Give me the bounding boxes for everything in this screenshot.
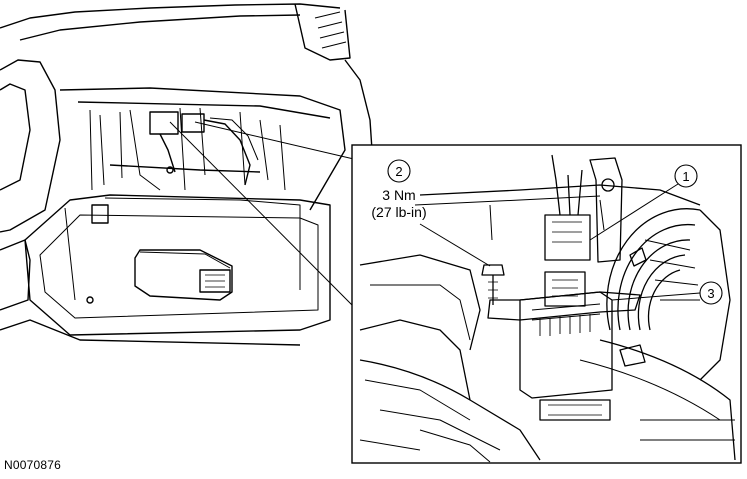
blower-detail bbox=[359, 154, 736, 463]
callout-1-circle bbox=[674, 164, 698, 188]
torque-spec-nm: 3 Nm bbox=[382, 187, 415, 203]
callout-2-number: 2 bbox=[395, 164, 402, 179]
callout-2-leader bbox=[419, 223, 491, 267]
callout-3-leader bbox=[611, 292, 701, 301]
callout-3: 3 bbox=[611, 281, 723, 305]
callout-1: 1 bbox=[589, 164, 698, 241]
callout-1-number: 1 bbox=[682, 169, 689, 184]
figure-reference-id: N0070876 bbox=[4, 458, 61, 472]
torque-spec-lb-in: (27 lb-in) bbox=[371, 204, 426, 220]
callout-2: 2 3 Nm (27 lb-in) bbox=[371, 159, 491, 267]
detail-leader-lines bbox=[169, 121, 359, 306]
callout-3-number: 3 bbox=[707, 286, 714, 301]
dashboard-overview bbox=[0, 3, 373, 346]
callout-2-circle bbox=[387, 159, 411, 183]
detail-inset-frame bbox=[351, 144, 742, 464]
callout-1-leader bbox=[589, 183, 679, 241]
